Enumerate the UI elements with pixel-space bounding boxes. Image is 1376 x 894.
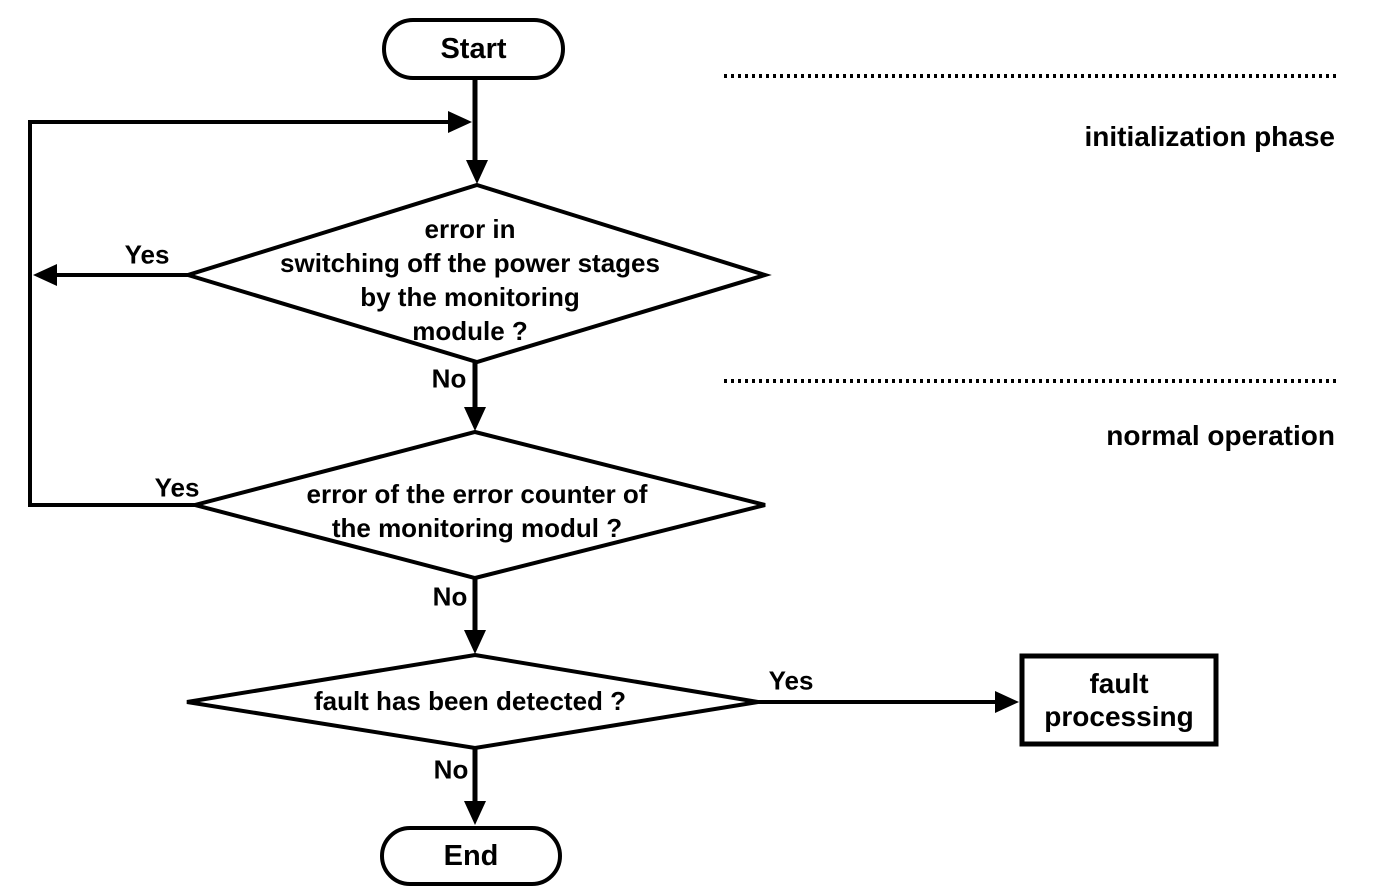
decision3-no-label: No [433,754,469,785]
initialization-phase-label: initialization phase [1084,121,1335,152]
process-node-shape [1019,653,1219,747]
arrowhead-into-process [995,691,1019,713]
decision2-yes-label: Yes [154,472,200,503]
decision3-label: fault has been detected ? [313,686,627,716]
decision3-shape [186,652,759,751]
end-node-shape [380,826,562,886]
decision1-line-4: module ? [412,316,528,346]
decision3-yes-label: Yes [768,665,814,696]
decision1-label: error in switching off the power stages … [270,207,670,353]
arrowhead-loop-join [448,111,472,133]
arrowhead-into-end [464,801,486,825]
arrowhead-into-decision3 [464,630,486,654]
decision1-shape [181,182,772,365]
decision1-line-1: error in [424,214,516,244]
process-line-2: processing [1044,701,1194,732]
arrowhead-into-decision2 [464,407,486,431]
decision2-shape [187,429,766,581]
decision2-no-label: No [432,581,468,612]
decision2-line-1: error of the error counter of [306,479,648,509]
decision1-line-2: switching off the power stages [280,248,660,278]
decision1-line-3: by the monitoring [360,282,580,312]
arrowhead-into-decision1 [466,160,488,184]
normal-operation-label: normal operation [1106,420,1335,451]
decision1-no-label: No [431,363,467,394]
arrowhead-yes1-left [33,264,57,286]
process-node-label: fault processing [1022,656,1216,744]
start-node-shape [382,18,565,80]
decision2-label: error of the error counter of the monito… [277,475,677,547]
process-line-1: fault [1089,668,1149,699]
end-node-label: End [443,839,499,872]
decision1-yes-label: Yes [124,239,170,270]
start-node-label: Start [440,32,507,65]
decision2-line-2: the monitoring modul ? [331,513,623,543]
